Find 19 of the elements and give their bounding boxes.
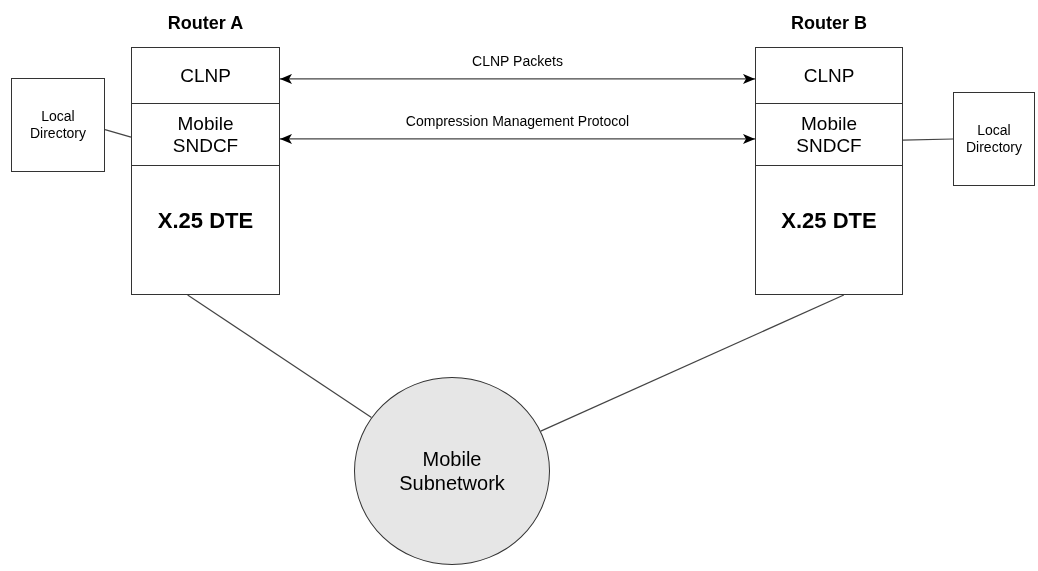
double-arrow: [279, 133, 756, 144]
node-label: CLNP: [179, 64, 232, 87]
node-label: X.25 DTE: [780, 206, 878, 235]
connector-line: [540, 294, 845, 432]
router-heading: Router B: [790, 12, 868, 35]
router-heading: Router A: [166, 12, 245, 35]
directory-box: [953, 92, 1035, 186]
connector-line: [187, 294, 373, 418]
node-label: CLNP: [802, 64, 856, 87]
node-label: Mobile SNDCF: [795, 112, 863, 157]
double-arrow: [279, 73, 756, 84]
node-label: Local Directory: [965, 122, 1023, 156]
node-label: X.25 DTE: [156, 206, 255, 235]
directory-box: [11, 78, 105, 172]
connector-line: [902, 138, 954, 141]
connector-line: [104, 129, 132, 138]
node-label: Mobile Subnetwork: [398, 447, 506, 495]
node-label: Local Directory: [29, 108, 87, 142]
node-label: Mobile SNDCF: [171, 112, 240, 157]
